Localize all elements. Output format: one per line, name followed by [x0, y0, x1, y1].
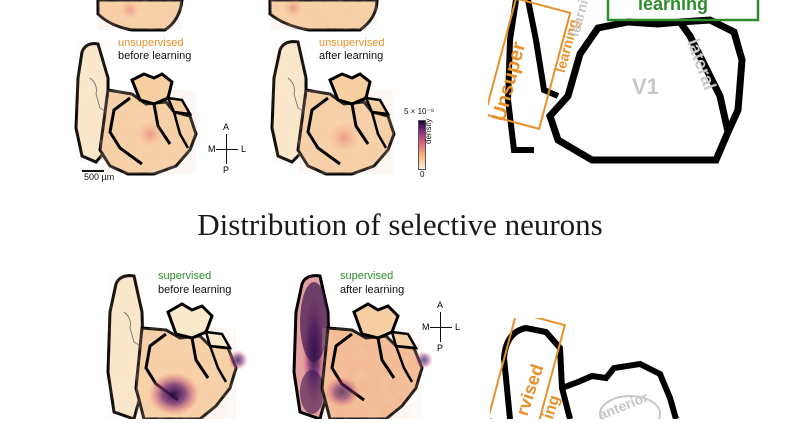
compass-bottom-lateral: L — [455, 322, 461, 332]
colorbar-max-label: 5 × 10⁻⁸ — [404, 107, 435, 116]
schematic-bottom — [490, 318, 679, 419]
bottom-left-condition-label: supervised — [158, 270, 212, 282]
scale-bar-label: 500 µm — [84, 172, 115, 182]
compass-top-posterior: P — [223, 165, 230, 175]
compass-bottom-medial: M — [422, 322, 430, 332]
compass-top-anterior: A — [223, 122, 230, 132]
schematic-top-supervised-learning-label: learning — [638, 0, 709, 14]
top-left-stage-label: before learning — [118, 50, 192, 62]
compass-bottom-posterior: P — [437, 343, 444, 353]
top-left-map-top-crop — [96, 0, 184, 32]
schematic-top-v1-label: V1 — [632, 74, 659, 99]
bottom-left-stage-label: before learning — [158, 284, 232, 296]
compass-top-lateral: L — [241, 144, 247, 154]
bottom-left-density-map — [106, 274, 248, 419]
bottom-right-density-map — [292, 274, 433, 419]
scale-bar-line — [82, 170, 104, 172]
colorbar-label: density — [424, 118, 433, 144]
bottom-right-condition-label: supervised — [340, 270, 394, 282]
top-right-density-map — [270, 40, 396, 176]
top-left-condition-label: unsupervised — [118, 37, 184, 49]
bottom-right-stage-label: after learning — [340, 284, 405, 296]
colorbar — [418, 120, 426, 170]
page-title: Distribution of selective neurons — [197, 207, 603, 242]
top-right-stage-label: after learning — [319, 50, 384, 62]
compass-top-medial: M — [208, 144, 216, 154]
compass-top: A P M L — [208, 122, 248, 178]
top-left-density-map — [74, 42, 198, 176]
top-right-condition-label: unsupervised — [319, 37, 385, 49]
top-right-map-top-crop — [268, 0, 379, 32]
schematic-top — [488, 0, 760, 164]
compass-bottom-anterior: A — [437, 300, 444, 310]
compass-bottom: A P M L — [422, 300, 462, 358]
colorbar-min-label: 0 — [420, 170, 425, 179]
